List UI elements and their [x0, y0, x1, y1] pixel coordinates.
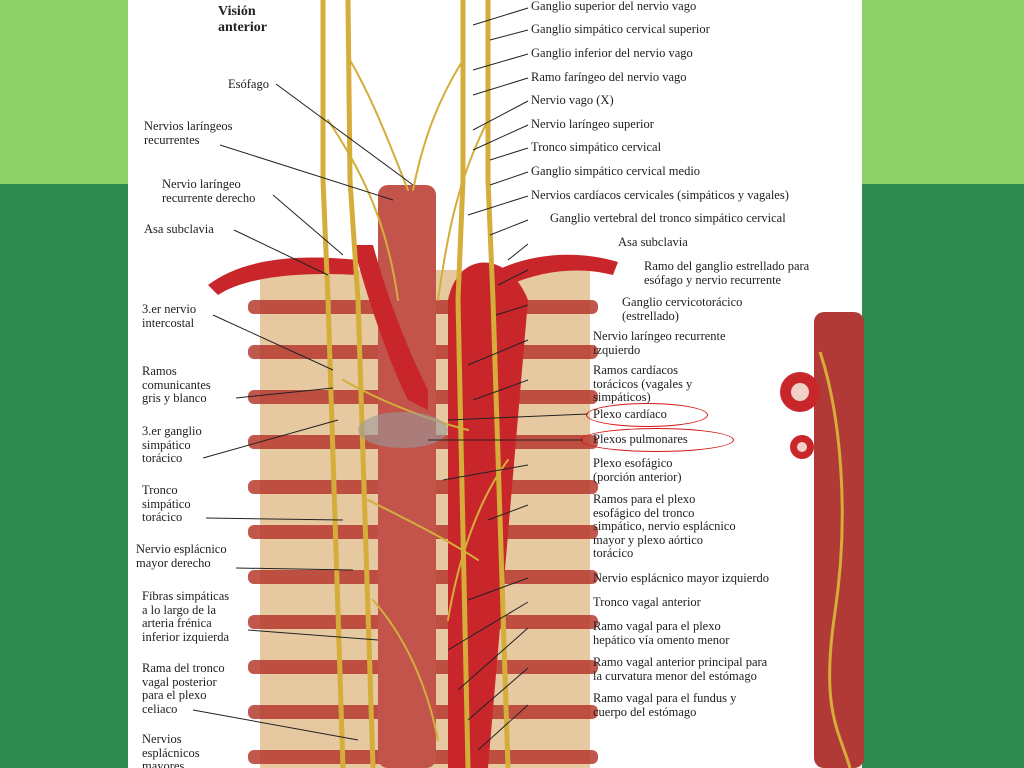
label-nervio-laringeo-superior: Nervio laríngeo superior [531, 117, 654, 131]
subclavian-artery-right [208, 257, 358, 295]
highlight-plexos-pulmonares [580, 428, 734, 452]
esophagus [378, 185, 436, 768]
label-tercer-ganglio-simpatico: 3.er ganglio simpático torácico [142, 424, 202, 465]
label-tronco-vagal-anterior: Tronco vagal anterior [593, 595, 701, 609]
label-nervio-esplacnico-mayor-derecho: Nervio esplácnico mayor derecho [136, 542, 227, 570]
label-asa-subclavia-right: Asa subclavia [618, 235, 688, 249]
label-tercer-nervio-intercostal: 3.er nervio intercostal [142, 302, 197, 330]
label-ganglio-superior-vago: Ganglio superior del nervio vago [531, 0, 697, 13]
side-nerve [818, 351, 852, 768]
label-fibras-simpaticas: Fibras simpáticas a lo largo de la arter… [142, 589, 230, 644]
side-esophagus [814, 312, 864, 768]
diagram-panel: Visión anterior Esófago Nervios laríngeo… [128, 0, 862, 768]
label-ramos-plexo-esofagico: Ramos para el plexo esofágico del tronco… [593, 492, 736, 560]
side-anatomy-fragment [780, 312, 864, 768]
label-ramo-vagal-anterior-principal: Ramo vagal anterior principal para la cu… [593, 655, 768, 683]
label-nervio-vago: Nervio vago (X) [531, 93, 614, 107]
left-leader-lines [192, 83, 414, 741]
label-nervio-laringeo-recurrente-derecho: Nervio laríngeo recurrente derecho [162, 177, 256, 205]
label-nervio-esplacnico-mayor-izquierdo: Nervio esplácnico mayor izquierdo [593, 571, 769, 585]
label-ramo-ganglio-estrellado: Ramo del ganglio estrellado para esófago… [644, 259, 810, 287]
pulmonary-plexus-region [358, 412, 448, 448]
label-ramo-faringeo-vago: Ramo faríngeo del nervio vago [531, 70, 687, 84]
aorta [448, 262, 528, 768]
label-ganglio-vertebral: Ganglio vertebral del tronco simpático c… [550, 211, 786, 225]
highlight-plexo-cardiaco [586, 403, 708, 427]
label-nervio-laringeo-recurrente-izquierdo: Nervio laríngeo recurrente izquierdo [593, 329, 726, 357]
brachiocephalic-artery [353, 245, 428, 410]
view-title: Visión anterior [218, 4, 267, 35]
label-ramos-comunicantes: Ramos comunicantes gris y blanco [142, 364, 211, 405]
label-asa-subclavia-left: Asa subclavia [144, 222, 214, 236]
label-ramos-cardiacos-toracicos: Ramos cardíacos torácicos (vagales y sim… [593, 363, 693, 404]
label-ramo-vagal-fundus: Ramo vagal para el fundus y cuerpo del e… [593, 691, 737, 719]
anatomy-illustration [192, 0, 618, 768]
nerve-branches [327, 59, 509, 741]
label-nervios-laringeos-recurrentes: Nervios laríngeos recurrentes [144, 119, 233, 147]
label-nervios-esplacnicos-mayores: Nervios esplácnicos mayores [142, 732, 200, 768]
label-tronco-simpatico-toracico: Tronco simpático torácico [142, 483, 191, 524]
label-esofago: Esófago [228, 77, 269, 91]
label-ganglio-inferior-vago: Ganglio inferior del nervio vago [531, 46, 693, 60]
label-ganglio-cervicotoracico: Ganglio cervicotorácico (estrellado) [622, 295, 743, 323]
label-ramo-vagal-plexo-hepatico: Ramo vagal para el plexo hepático vía om… [593, 619, 730, 647]
subclavian-artery-left [488, 254, 618, 290]
label-ganglio-simpatico-cervical-medio: Ganglio simpático cervical medio [531, 164, 701, 178]
right-leader-lines [428, 7, 589, 751]
label-plexo-esofagico: Plexo esofágico (porción anterior) [593, 456, 682, 484]
label-ganglio-simpatico-cervical-superior: Ganglio simpático cervical superior [531, 22, 710, 36]
label-tronco-simpatico-cervical: Tronco simpático cervical [531, 140, 662, 154]
label-nervios-cardiacos-cervicales: Nervios cardíacos cervicales (simpáticos… [531, 188, 789, 202]
label-rama-tronco-vagal-posterior: Rama del tronco vagal posterior para el … [142, 661, 225, 716]
